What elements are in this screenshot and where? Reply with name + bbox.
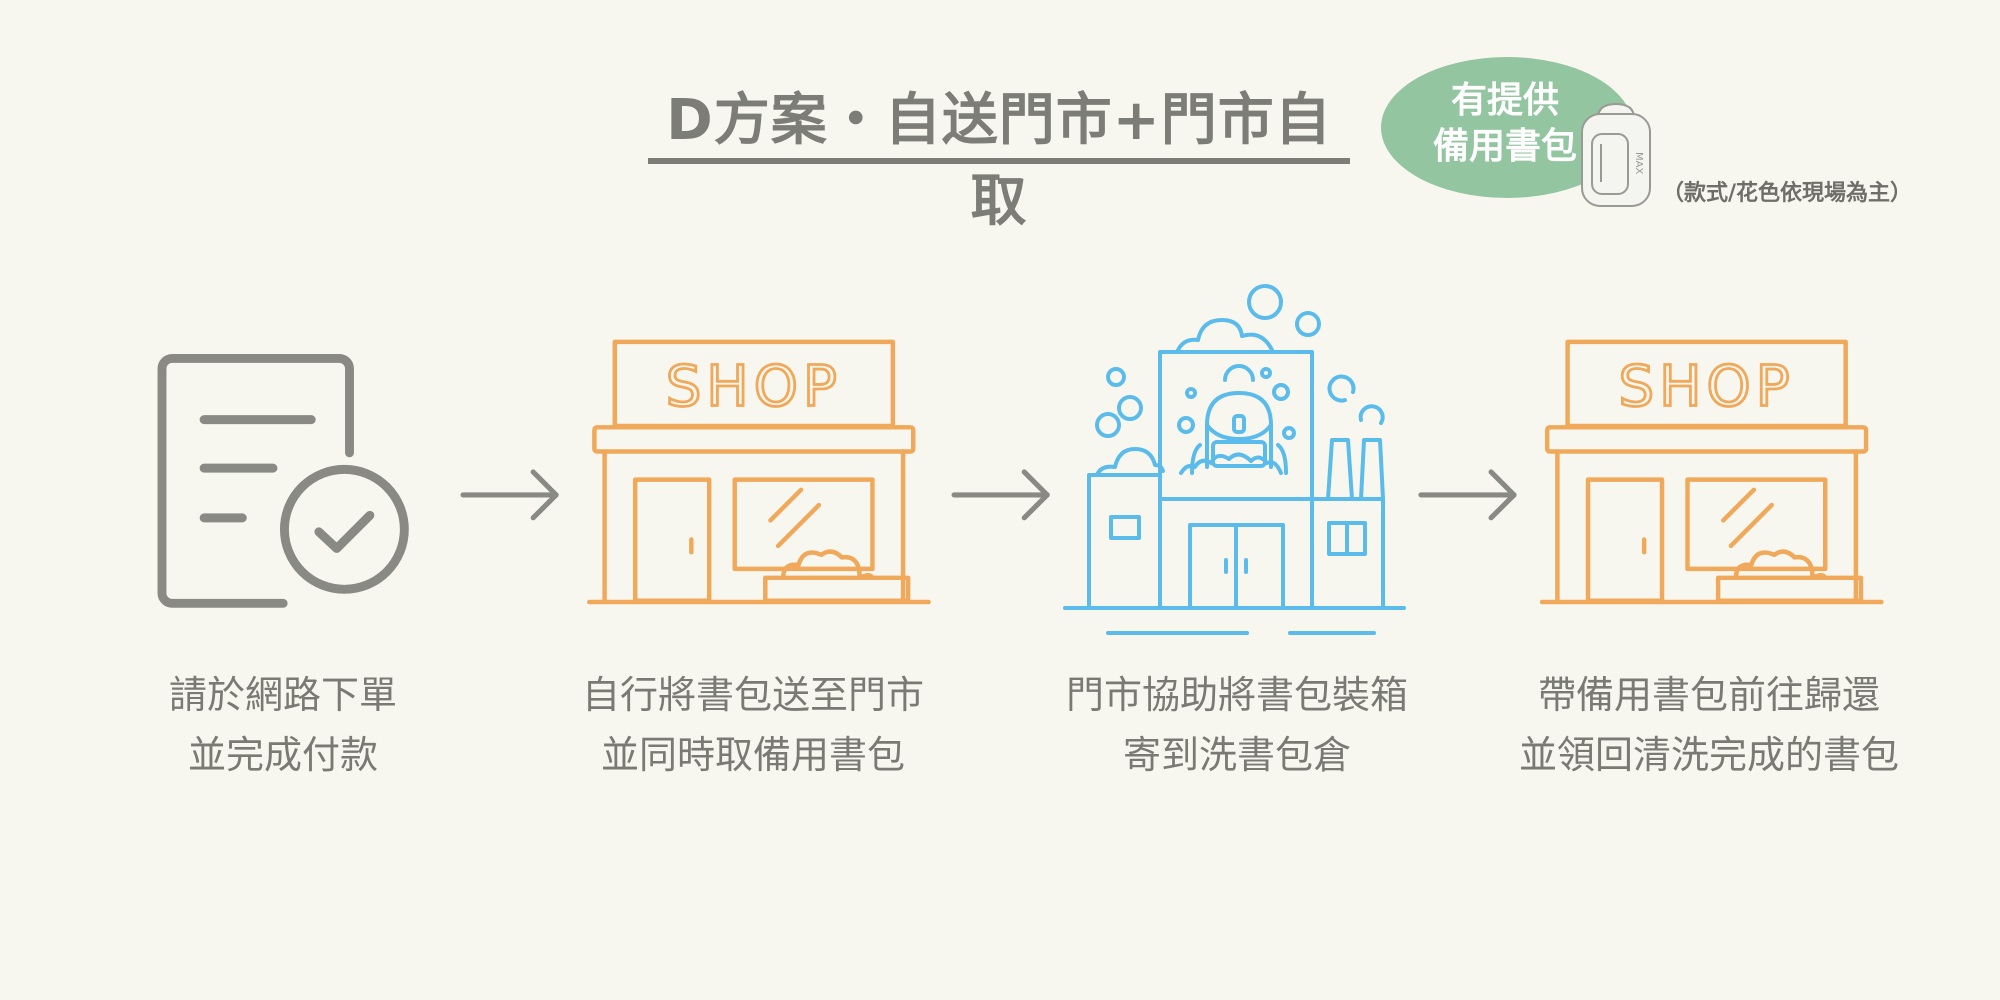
caption-line: 門市協助將書包裝箱 (1065, 673, 1408, 717)
step-2-caption: 自行將書包送至門市 並同時取備用書包 (533, 665, 973, 785)
badge-line-1: 有提供 (1450, 80, 1559, 121)
style-note: （款式/花色依現場為主） (1662, 181, 1913, 206)
arrow-right-icon (460, 469, 559, 521)
shop-icon: SHOP (1542, 342, 1881, 602)
caption-line: 並同時取備用書包 (600, 733, 905, 777)
title-underline (648, 158, 1350, 164)
arrow-right-icon (951, 469, 1050, 521)
caption-line: 寄到洗書包倉 (1122, 733, 1351, 777)
step-4-caption: 帶備用書包前往歸還 並領回清洗完成的書包 (1489, 665, 1929, 785)
laundry-factory-icon (1063, 284, 1407, 636)
step-1-caption: 請於網路下單 並完成付款 (63, 665, 503, 785)
svg-text:MAX: MAX (1633, 152, 1644, 174)
step-3-caption: 門市協助將書包裝箱 寄到洗書包倉 (1017, 665, 1457, 785)
caption-line: 自行將書包送至門市 (581, 673, 924, 717)
caption-line: 並領回清洗完成的書包 (1518, 733, 1899, 777)
backpack-icon: MAX (1581, 103, 1651, 207)
shop-sign-text: SHOP (666, 355, 842, 420)
shop-sign-text: SHOP (1619, 355, 1795, 420)
caption-line: 請於網路下單 (168, 673, 397, 717)
document-check-icon (157, 353, 409, 608)
spare-bag-badge-text: 有提供 備用書包 (1400, 78, 1610, 170)
page-title: D方案・自送門市+門市自取 (666, 88, 1332, 234)
caption-line: 帶備用書包前往歸還 (1537, 673, 1880, 717)
shop-icon: SHOP (589, 342, 928, 602)
caption-line: 並完成付款 (187, 733, 378, 777)
badge-line-2: 備用書包 (1432, 126, 1577, 167)
arrow-right-icon (1418, 469, 1517, 521)
